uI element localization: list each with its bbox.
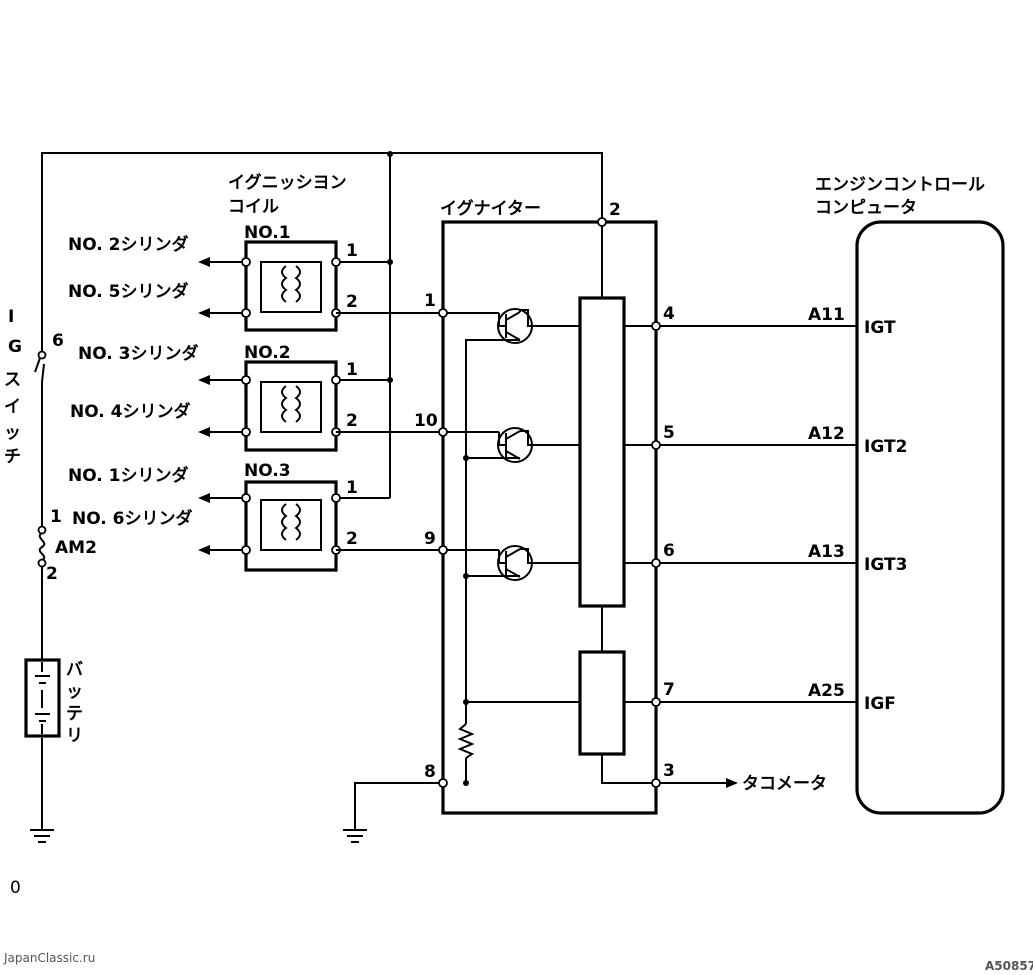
- transistor-icon: [447, 308, 580, 344]
- resistor-icon: [457, 723, 475, 759]
- ig-switch-label-char: I: [8, 307, 14, 327]
- ecu-signal: IGF: [864, 694, 896, 714]
- coil-name: NO.2: [244, 343, 291, 363]
- battery-label-char: テ: [66, 704, 83, 724]
- cylinder-label: NO. 5シリンダ: [68, 281, 189, 302]
- cylinder-label: NO. 6シリンダ: [72, 508, 193, 529]
- igniter-pin: 5: [663, 423, 675, 443]
- coil-title: コイル: [228, 197, 279, 217]
- ig-switch-label-char: イ: [4, 397, 21, 417]
- ecu-signal: IGT3: [864, 555, 907, 575]
- igniter-pin: 7: [663, 680, 675, 700]
- cylinder-label: NO. 2シリンダ: [68, 234, 189, 255]
- ig-switch-label-char: ス: [4, 370, 21, 390]
- ig-switch-terminal: 6: [52, 331, 64, 351]
- ignition-coil: NO.1 1 2 NO. 2シリンダ NO. 5シリンダ: [68, 223, 358, 332]
- tachometer-output: タコメータ: [660, 774, 827, 794]
- ecu-title: エンジンコントロール: [815, 175, 985, 195]
- coil-pin: 2: [346, 529, 358, 549]
- coil-name: NO.1: [244, 223, 291, 243]
- ecu-title: コンピュータ: [815, 198, 917, 218]
- igniter-pin: 8: [424, 762, 436, 782]
- cylinder-label: NO. 3シリンダ: [78, 343, 199, 364]
- battery: バ ッ テ リ: [24, 658, 83, 746]
- transistor-icon: [447, 545, 580, 581]
- ig-switch-label-char: チ: [4, 447, 21, 467]
- engine-ecu: エンジンコントロール コンピュータ A11 A12 A13 A25 IGT IG…: [660, 175, 1005, 815]
- igniter-module: イグナイター 2 1 10 9 8: [414, 198, 675, 815]
- igniter-pin: 10: [414, 411, 438, 431]
- am2-fuse: 1 AM2 2: [37, 507, 97, 584]
- igniter-title: イグナイター: [440, 198, 541, 219]
- supply-wiring: [41, 151, 603, 830]
- coil-pin: 1: [346, 478, 358, 498]
- fuse-pin-bottom: 2: [46, 564, 58, 584]
- ecu-connector: A11: [808, 305, 845, 325]
- ig-switch-label-char: G: [8, 337, 22, 357]
- ecu-signal: IGT: [864, 318, 896, 338]
- ig-switch-label-char: ッ: [4, 423, 21, 443]
- ecu-signal: IGT2: [864, 437, 907, 457]
- igniter-pin: 1: [424, 291, 436, 311]
- tachometer-label: タコメータ: [742, 774, 827, 794]
- coil-title: イグニッシヨン: [228, 172, 347, 193]
- fuse-label: AM2: [55, 538, 97, 558]
- cylinder-label: NO. 4シリンダ: [70, 401, 191, 422]
- igniter-pin: 4: [663, 304, 675, 324]
- coil-name: NO.3: [244, 461, 291, 481]
- coil-pin: 1: [346, 241, 358, 261]
- ecu-connector: A25: [808, 681, 845, 701]
- ground-icon: [30, 829, 54, 843]
- battery-label-char: バ: [66, 660, 83, 680]
- coil-pin: 2: [346, 411, 358, 431]
- ecu-connector: A13: [808, 542, 845, 562]
- ecu-connector: A12: [808, 424, 845, 444]
- ig-switch: 6 I G ス イ ッ チ: [4, 307, 64, 467]
- coil-pin: 2: [346, 292, 358, 312]
- cylinder-label: NO. 1シリンダ: [68, 465, 189, 486]
- watermark: JapanClassic.ru: [3, 951, 95, 965]
- coil-pin: 1: [346, 360, 358, 380]
- figure-code: A50857: [985, 959, 1033, 973]
- corner-mark: 0: [10, 878, 21, 898]
- fuse-pin-top: 1: [50, 507, 62, 527]
- igniter-pin: 9: [424, 529, 436, 549]
- ground-icon: [343, 782, 443, 843]
- battery-label-char: ッ: [66, 682, 83, 702]
- ignition-coil: NO.3 1 2 NO. 1シリンダ NO. 6シリンダ: [68, 461, 358, 572]
- igniter-pin: 2: [609, 200, 621, 220]
- igniter-pin: 3: [663, 761, 675, 781]
- ignition-coil: NO.2 1 2 NO. 3シリンダ NO. 4シリンダ: [70, 343, 358, 452]
- igniter-pin: 6: [663, 541, 675, 561]
- coil-to-igniter-wiring: [336, 312, 443, 551]
- transistor-icon: [447, 427, 580, 463]
- battery-label-char: リ: [66, 726, 83, 746]
